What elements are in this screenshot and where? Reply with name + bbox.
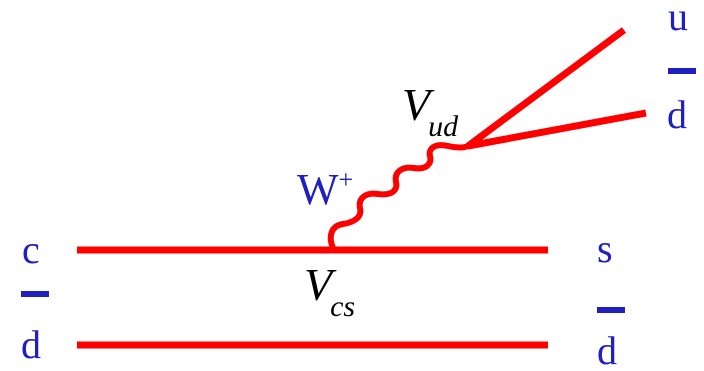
antid-quark-line [467,109,647,150]
w-charge: + [339,165,354,194]
label-v-cs: Vcs [304,259,355,323]
v-ud-symbol: V [402,79,435,130]
label-s: s [597,226,613,271]
label-c: c [22,227,40,272]
label-w-boson: W+ [297,165,353,214]
label-u: u [668,0,688,39]
w-boson-line [327,142,471,253]
label-anti-d-product: d [667,92,687,137]
label-anti-d-incoming: d [21,322,41,367]
v-cs-symbol: V [304,259,337,310]
label-anti-d-outgoing: d [597,328,617,371]
u-quark-line [465,27,627,149]
v-ud-subscript: ud [428,110,459,143]
w-symbol: W [297,165,339,214]
label-v-ud: Vud [402,79,459,143]
v-cs-subscript: cs [330,290,355,323]
